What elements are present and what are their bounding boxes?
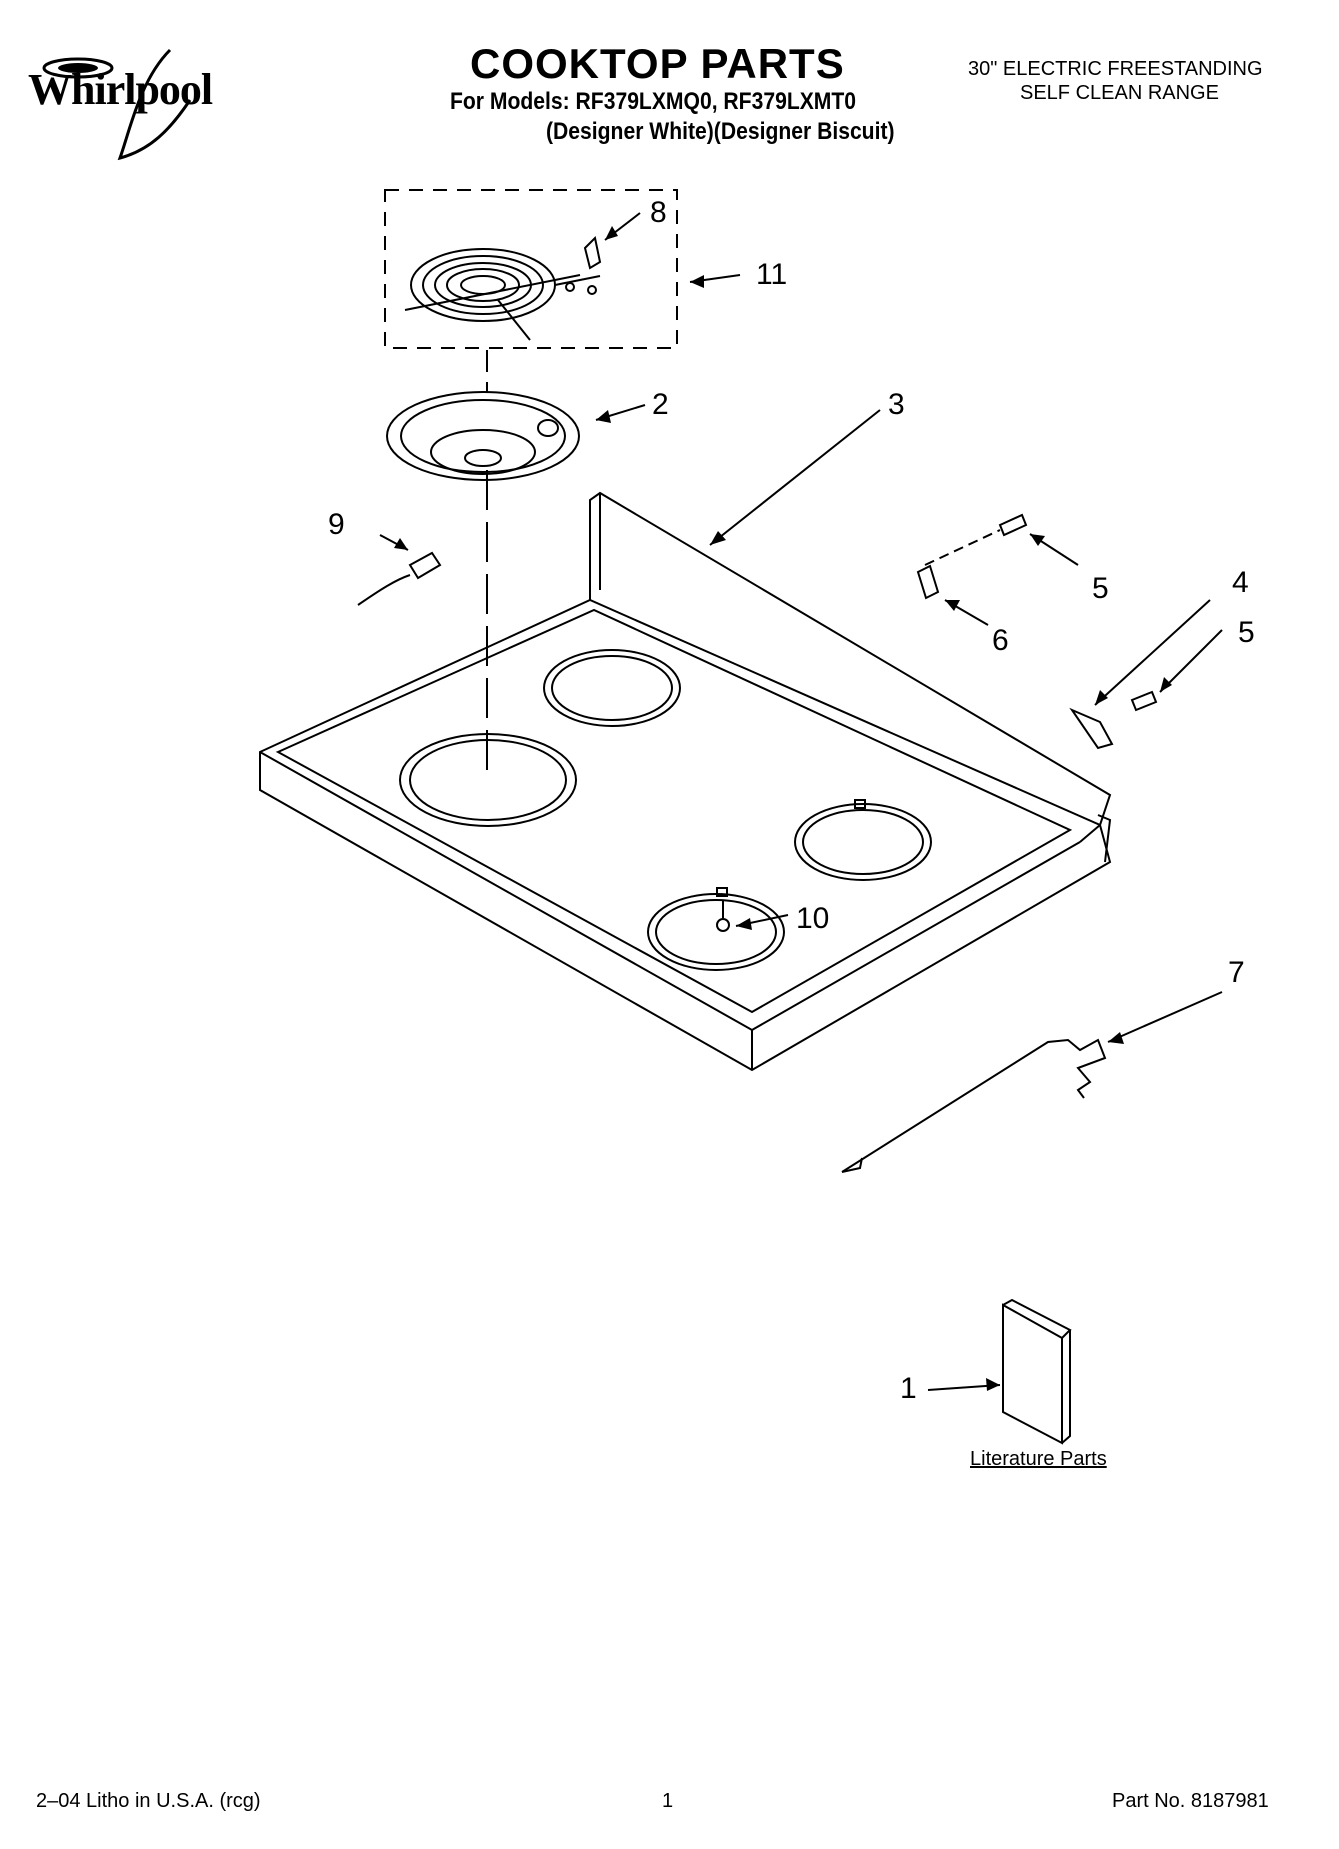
- surface-element-icon: [404, 248, 601, 341]
- surface-unit-assembly-box: [384, 189, 678, 349]
- models-line: For Models: RF379LXMQ0, RF379LXMT0: [450, 88, 857, 115]
- bracket-icon: [1069, 707, 1114, 750]
- footer-part-number: Part No. 8187981: [1112, 1790, 1269, 1812]
- callout-4: 4: [1232, 566, 1249, 599]
- callout-2: 2: [652, 388, 669, 421]
- callout-3: 3: [888, 388, 905, 421]
- arrowheads: [394, 226, 1172, 1391]
- leader-lines: [379, 212, 1223, 1391]
- page-title: COOKTOP PARTS: [470, 40, 845, 87]
- screw-upper-icon: [924, 513, 1028, 566]
- colors-line: (Designer White)(Designer Biscuit): [546, 118, 895, 145]
- callout-9: 9: [328, 508, 345, 541]
- footer-page-number: 1: [662, 1790, 674, 1812]
- callout-7: 7: [1228, 956, 1245, 989]
- brand-wordmark: Whirlpool: [28, 65, 213, 114]
- callout-1: 1: [900, 1372, 917, 1405]
- screw-lower-icon: [1130, 690, 1158, 712]
- callout-5-upper: 5: [1092, 572, 1109, 605]
- callout-11: 11: [756, 258, 788, 291]
- logo-swoosh-icon: [42, 48, 192, 161]
- callout-8: 8: [650, 196, 667, 229]
- cooktop-icon: [259, 491, 1112, 1072]
- callout-10: 10: [796, 902, 830, 935]
- terminal-wire-icon: [357, 551, 442, 606]
- callout-6: 6: [992, 624, 1009, 657]
- range-type-line2: SELF CLEAN RANGE: [1020, 82, 1219, 104]
- footer-print-info: 2–04 Litho in U.S.A. (rcg): [36, 1790, 261, 1812]
- range-type-line1: 30" ELECTRIC FREESTANDING: [968, 58, 1263, 80]
- literature-parts-label: Literature Parts: [970, 1448, 1107, 1470]
- support-rod-icon: [841, 1038, 1107, 1173]
- callout-5-lower: 5: [1238, 616, 1255, 649]
- drip-bowl-icon: [386, 391, 580, 481]
- screw-icon: [716, 900, 730, 932]
- clip-icon: [916, 564, 940, 600]
- literature-icon: [1002, 1298, 1072, 1445]
- terminal-block-icon: [583, 235, 602, 270]
